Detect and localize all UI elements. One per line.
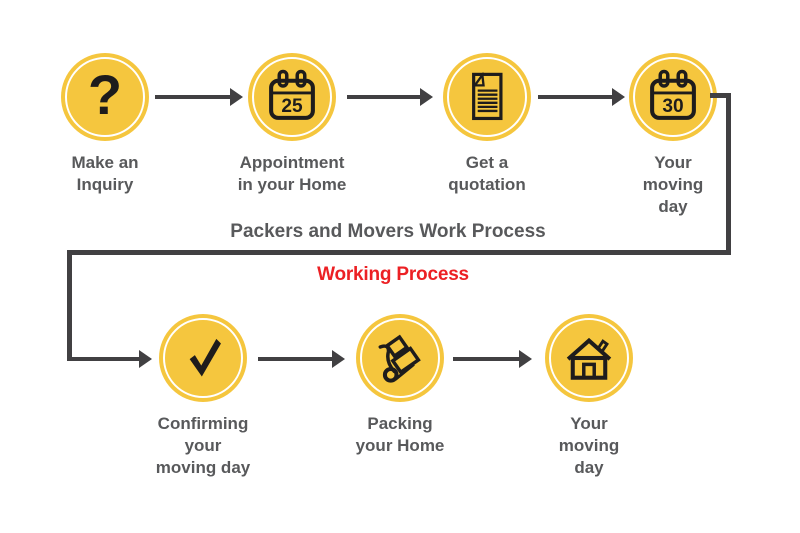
flow-arrow (538, 95, 612, 99)
calendar-icon: 25 (269, 69, 315, 120)
connector-line (67, 250, 72, 361)
connector-line (726, 93, 731, 255)
step-label: Appointment in your Home (237, 153, 347, 194)
question-mark-icon: ? (87, 63, 123, 126)
connector-line (67, 250, 731, 255)
calendar-day-number: 25 (281, 96, 303, 117)
handtruck-icon (378, 334, 421, 383)
step-circle (159, 314, 247, 402)
diagram-title: Packers and Movers Work Process (230, 221, 546, 242)
step-label: Confirming your moving day (155, 414, 251, 477)
step-circle: 25 (248, 53, 336, 141)
step-make-an-inquiry: ? Make an Inquiry (25, 53, 185, 196)
checkmark-icon (189, 338, 221, 377)
connector-arrow (67, 357, 139, 361)
step-circle: ? (61, 53, 149, 141)
flow-arrow (155, 95, 230, 99)
step-your-moving-day-final: Your moving day (509, 314, 669, 479)
step-circle (356, 314, 444, 402)
step-appointment-in-your-home: 25 Appointment in your Home (212, 53, 372, 196)
step-confirming-your-moving-day: Confirming your moving day (123, 314, 283, 479)
step-get-a-quotation: Get a quotation (407, 53, 567, 196)
flow-arrow (453, 357, 519, 361)
house-icon (566, 337, 612, 380)
step-circle: 30 (629, 53, 717, 141)
step-circle (545, 314, 633, 402)
diagram-subtitle: Working Process (317, 264, 469, 285)
calendar-day-number: 30 (662, 96, 683, 117)
step-circle (443, 53, 531, 141)
step-label: Your moving day (558, 414, 620, 477)
step-label: Packing your Home (355, 414, 445, 455)
step-label: Make an Inquiry (71, 153, 139, 194)
step-label: Your moving day (642, 153, 704, 216)
calendar-icon: 30 (650, 69, 696, 120)
flow-arrow (258, 357, 332, 361)
step-label: Get a quotation (448, 153, 526, 194)
step-packing-your-home: Packing your Home (320, 314, 480, 457)
connector-line (710, 93, 731, 98)
flow-arrow (347, 95, 420, 99)
quotation-document-icon (472, 71, 503, 121)
